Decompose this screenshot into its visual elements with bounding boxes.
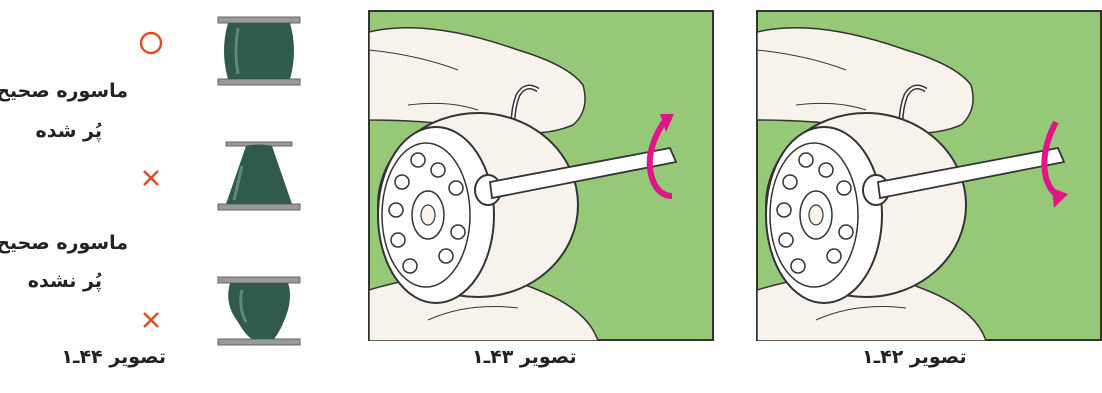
note-not-filled-line-1: ماسوره صحیح <box>0 232 128 254</box>
note-correctly-filled-line-2: پُر شده <box>36 120 102 142</box>
incorrect-cross-icon <box>139 166 163 194</box>
bobbin-incorrect-overfilled <box>216 140 302 218</box>
figure-44-bobbin-panel: ماسوره صحیح پُر شده ماسوره صحیح پُر نشده… <box>0 0 330 393</box>
note-not-filled-line-2: پُر نشده <box>28 270 102 292</box>
bobbin-correct <box>216 14 302 92</box>
incorrect-cross-icon <box>139 308 163 336</box>
figure-43-caption: تصویر ۴۳ـ۱ <box>472 346 577 368</box>
bobbin-incorrect-uneven <box>216 274 302 352</box>
figure-42-illustration <box>756 10 1102 341</box>
note-correctly-filled-line-1: ماسوره صحیح <box>0 80 128 102</box>
correct-circle-icon <box>138 30 164 60</box>
figure-43-illustration <box>368 10 714 341</box>
figure-44-caption: تصویر ۴۴ـ۱ <box>61 346 166 368</box>
figure-42-caption: تصویر ۴۲ـ۱ <box>862 346 967 368</box>
